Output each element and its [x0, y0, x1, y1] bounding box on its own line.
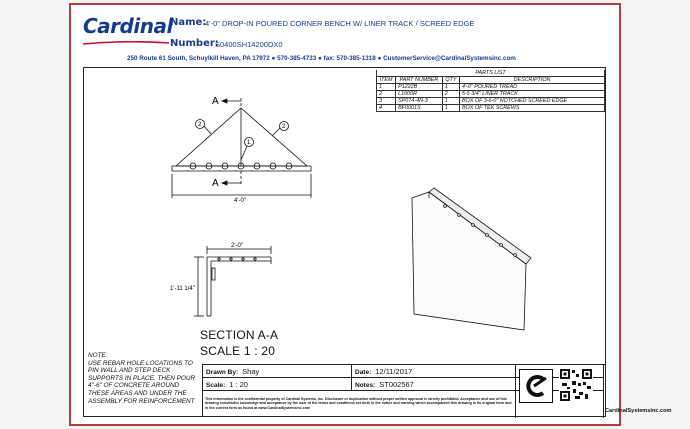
title-block: Drawn By:Shay Date:12/11/2017 Scale:1 : … — [202, 364, 672, 418]
name-value: 4'-0" DROP-IN POURED CORNER BENCH W/ LIN… — [205, 19, 475, 28]
drawing-frame: PARTS LIST ITEM PART NUMBER QTY DESCRIPT… — [83, 67, 672, 418]
section-view — [194, 246, 272, 317]
section-height-dimension: 1'-11 1/4" — [170, 286, 195, 292]
address-line: 250 Route 61 South, Schuylkill Haven, PA… — [127, 55, 516, 62]
number-value: S0400SH14200DX0 — [215, 40, 283, 49]
website-link[interactable]: CardinalSystemsinc.com — [605, 408, 672, 414]
scale-cell: Scale:1 : 20 — [206, 380, 248, 389]
date-cell: Date:12/11/2017 — [355, 367, 413, 376]
section-title: SECTION A-A — [200, 328, 279, 342]
section-scale: SCALE 1 : 20 — [200, 344, 276, 358]
section-width-dimension: 2'-0" — [231, 243, 243, 249]
balloon-2-right: 2 — [282, 124, 286, 130]
balloon-1: 1 — [247, 140, 251, 146]
cardinal-logo: Cardinal — [83, 14, 173, 38]
parts-list-table: PARTS LIST ITEM PART NUMBER QTY DESCRIPT… — [375, 70, 605, 112]
qr-code-icon — [559, 368, 593, 402]
drawn-by-cell: Drawn By:Shay — [206, 367, 260, 376]
isometric-view — [411, 187, 532, 331]
cardinal-emblem-icon — [519, 369, 553, 403]
section-marker-top: A — [212, 96, 219, 107]
header: Cardinal Name: 4'-0" DROP-IN POURED CORN… — [71, 5, 619, 67]
top-width-dimension: 4'-0" — [234, 198, 246, 204]
section-marker-bottom: A — [212, 178, 219, 189]
disclaimer-text: This information is the confidential pro… — [205, 397, 512, 410]
technical-drawing: A A 2 2 1 4'-0" — [170, 96, 532, 331]
plan-view — [171, 98, 312, 198]
number-label: Number: — [170, 38, 219, 49]
drawing-sheet: Cardinal Name: 4'-0" DROP-IN POURED CORN… — [69, 3, 672, 426]
balloon-2-left: 2 — [198, 122, 202, 128]
notes-cell: Notes:ST002567 — [355, 380, 414, 389]
logo-swoosh-icon — [83, 41, 169, 45]
name-label: Name: — [170, 17, 207, 28]
note-text: NOTE: USE REBAR HOLE LOCATIONS TO PIN WA… — [88, 352, 196, 405]
